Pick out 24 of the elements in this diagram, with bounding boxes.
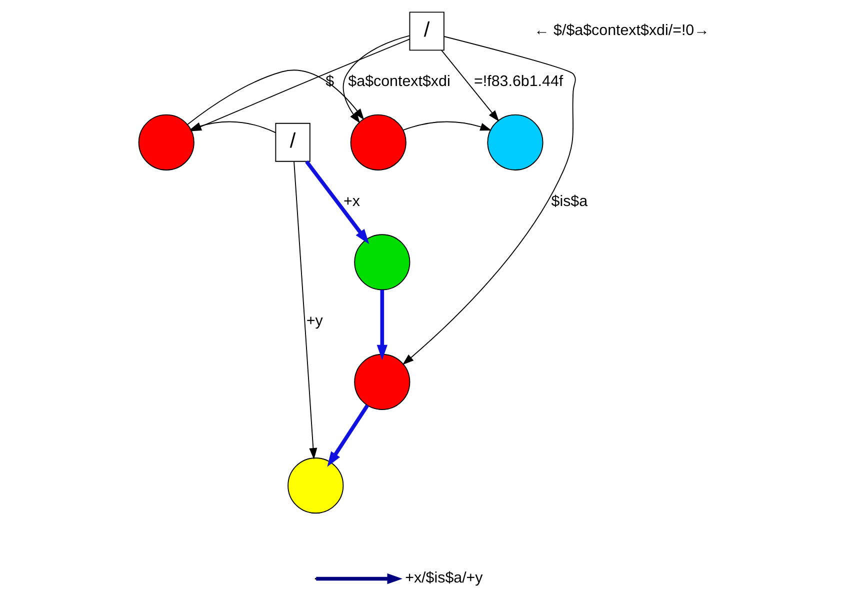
arrow (441, 50, 500, 122)
node-circle (350, 114, 406, 170)
arrow (376, 290, 388, 360)
edge-label: $a$context$xdi (348, 73, 450, 90)
arrow (402, 36, 576, 365)
edge-label: +y (306, 312, 323, 330)
arrow (402, 121, 492, 131)
edge-label: $is$a (551, 192, 588, 210)
arrow (327, 404, 369, 467)
node-circle (288, 458, 344, 514)
edge-label: =!f83.6b1.44f (474, 73, 564, 90)
legend-label: +x/$is$a/+y (405, 569, 483, 586)
node-circle (138, 114, 194, 170)
node-circle (354, 234, 410, 290)
node-box: / (275, 122, 310, 162)
node-box: / (409, 12, 444, 51)
arrow (294, 161, 318, 460)
node-circle (487, 114, 544, 170)
edge-label: +x (344, 192, 360, 210)
label: ← $/$a$context$xdi/=!0→ (534, 22, 710, 39)
node-circle (354, 354, 410, 410)
arrow (305, 160, 370, 244)
arrow (187, 70, 364, 125)
arrow (342, 35, 410, 124)
